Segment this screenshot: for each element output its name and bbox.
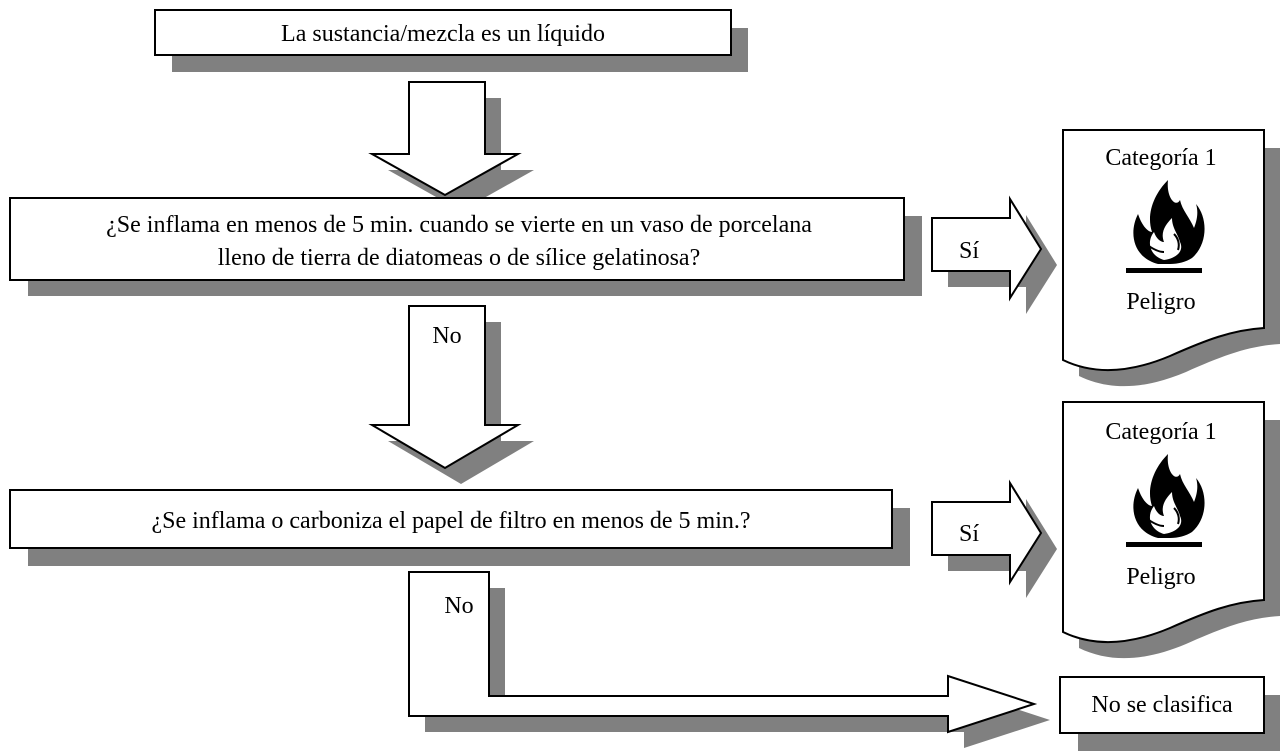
result2-box: Categoría 1 Peligro [1062, 401, 1280, 659]
question1-line1: ¿Se inflama en menos de 5 min. cuando se… [106, 212, 812, 238]
question1-box: ¿Se inflama en menos de 5 min. cuando se… [9, 197, 922, 296]
no-label-2: No [444, 593, 473, 619]
result1-category: Categoría 1 [1105, 145, 1216, 171]
result2-signal-word: Peligro [1126, 564, 1195, 590]
no-label-1: No [432, 323, 461, 349]
yes-label-1: Sí [959, 238, 979, 264]
question2-box: ¿Se inflama o carboniza el papel de filt… [9, 489, 910, 566]
start-box: La sustancia/mezcla es un líquido [154, 9, 748, 72]
yes-label-2: Sí [959, 521, 979, 547]
yes-arrow-1: Sí [931, 195, 1057, 314]
result3-text: No se clasifica [1091, 692, 1233, 718]
result2-category: Categoría 1 [1105, 419, 1216, 445]
result1-signal-word: Peligro [1126, 289, 1195, 315]
bent-arrow: No [408, 571, 1050, 748]
question2-text: ¿Se inflama o carboniza el papel de filt… [151, 508, 750, 534]
start-text: La sustancia/mezcla es un líquido [281, 21, 605, 47]
down-arrow-1 [368, 81, 534, 211]
result3-box: No se clasifica [1059, 676, 1280, 751]
yes-arrow-2: Sí [931, 479, 1057, 598]
down-arrow-2: No [368, 305, 534, 484]
question1-line2: lleno de tierra de diatomeas o de sílice… [218, 245, 700, 271]
result1-box: Categoría 1 Peligro [1062, 129, 1280, 387]
